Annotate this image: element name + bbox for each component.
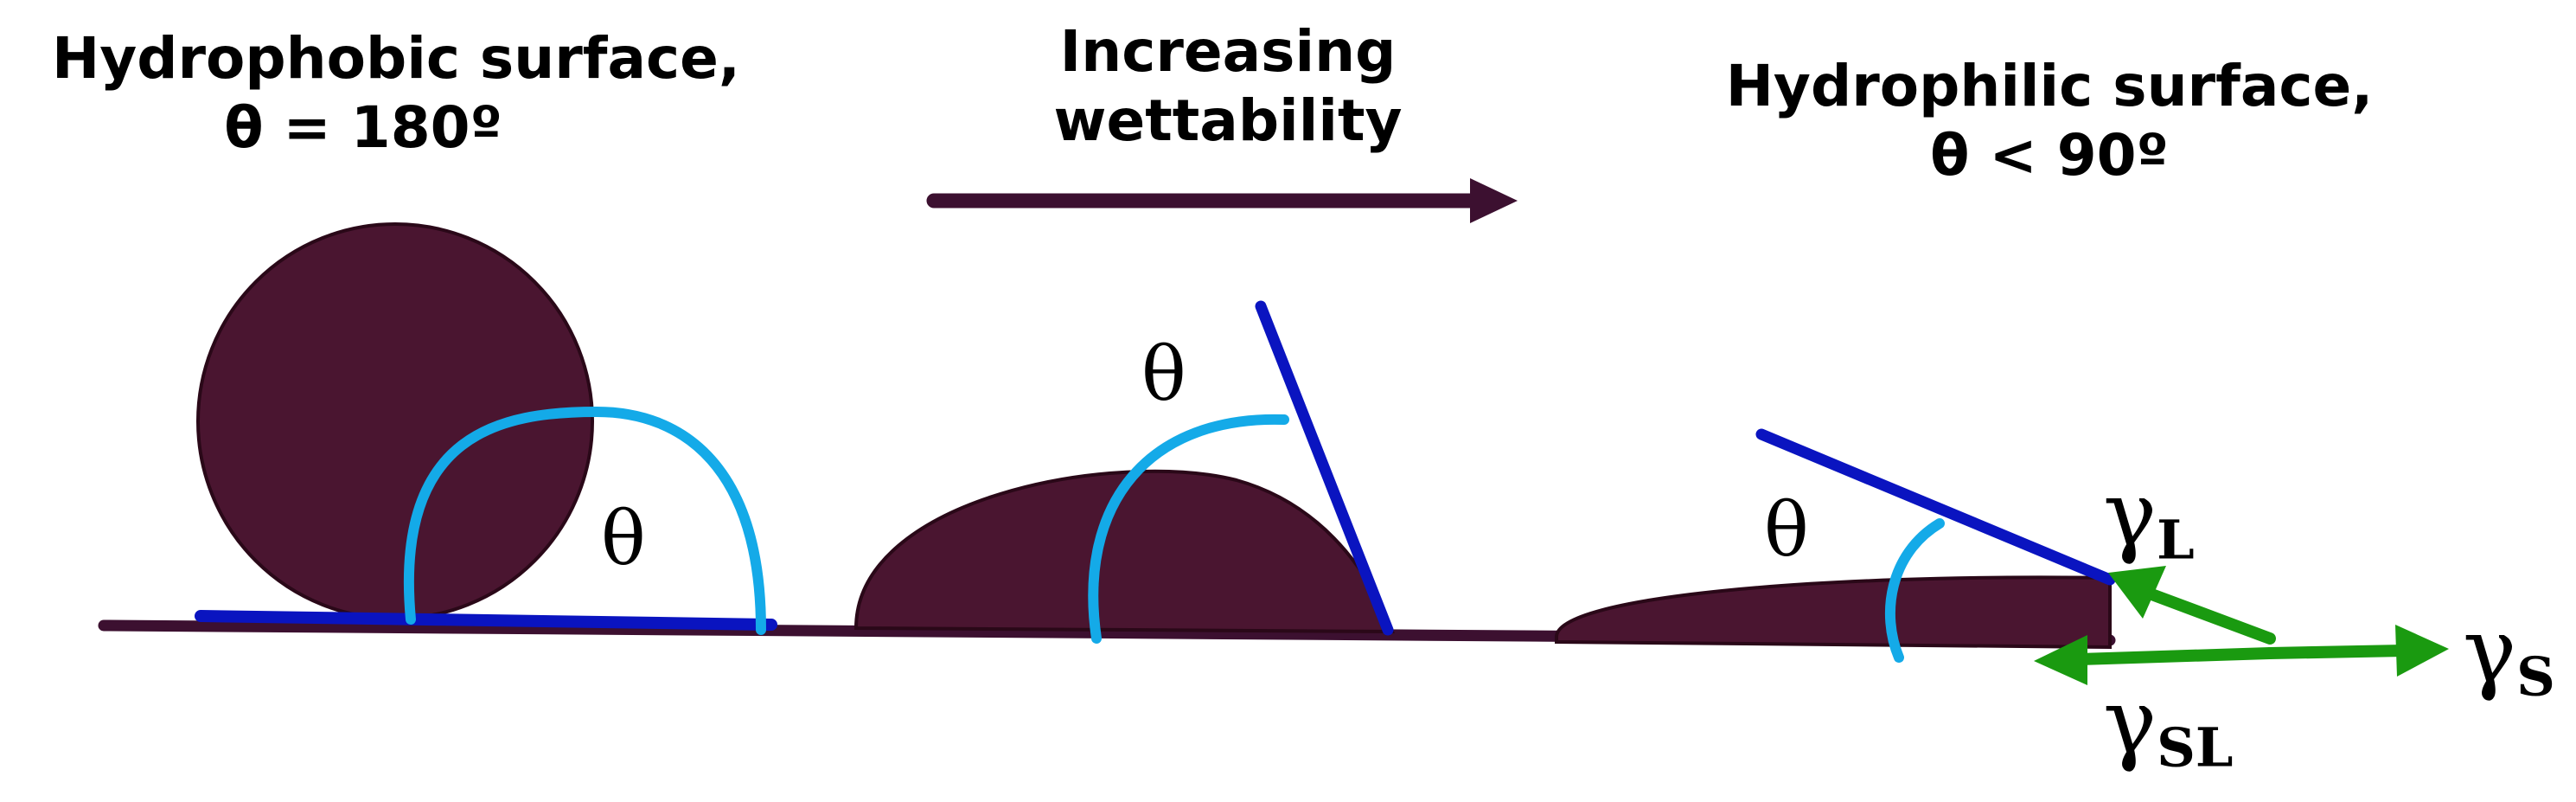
heading-hydrophilic-line2: θ < 90º <box>1930 122 2169 189</box>
heading-hydrophilic: Hydrophilic surface, θ < 90º <box>1721 52 2378 190</box>
gamma-sl-vector <box>2074 647 2276 665</box>
force-vectors <box>2034 566 2449 685</box>
heading-wettability-line1: Increasing <box>1059 18 1397 85</box>
gamma-s-label: γS <box>2463 606 2555 704</box>
heading-wettability: Increasing wettability <box>986 17 1470 156</box>
gamma-l-arrowhead <box>2108 566 2166 619</box>
wettability-arrowhead <box>1470 178 1518 223</box>
heading-hydrophobic-line2: θ = 180º <box>224 94 502 161</box>
gamma-sl-arrowhead <box>2034 635 2087 685</box>
droplet-hydrophilic <box>1555 575 2112 650</box>
gamma-s-symbol: γ <box>2463 598 2517 703</box>
gamma-sl-label: γSL <box>2103 677 2234 775</box>
gamma-l-vector <box>2141 587 2276 645</box>
gamma-s-arrowhead <box>2395 625 2449 677</box>
heading-hydrophobic: Hydrophobic surface, θ = 180º <box>52 24 740 163</box>
angle-label-intermediate: θ <box>1141 331 1186 418</box>
heading-hydrophobic-line1: Hydrophobic surface, <box>52 25 740 92</box>
heading-hydrophilic-line1: Hydrophilic surface, <box>1725 53 2374 119</box>
gamma-sl-symbol: γ <box>2103 669 2157 774</box>
angle-arc-hydrophilic <box>1884 518 1945 663</box>
angle-arc-intermediate <box>1088 414 1289 644</box>
gamma-s-subscript: S <box>2516 645 2555 709</box>
tangent-line-hydrophilic <box>1755 428 2116 586</box>
heading-wettability-line2: wettability <box>1053 87 1403 154</box>
tangent-line-intermediate <box>1255 300 1394 636</box>
gamma-l-symbol: γ <box>2103 461 2157 567</box>
gamma-s-vector <box>2264 645 2410 659</box>
angle-label-hydrophobic: θ <box>601 496 646 582</box>
tangent-line-hydrophobic <box>195 610 777 631</box>
gamma-sl-subscript: SL <box>2157 715 2234 780</box>
gamma-l-label: γL <box>2103 469 2195 568</box>
gamma-l-subscript: L <box>2157 508 2195 572</box>
angle-label-hydrophilic: θ <box>1764 487 1809 574</box>
angle-arc-hydrophobic <box>404 406 766 635</box>
